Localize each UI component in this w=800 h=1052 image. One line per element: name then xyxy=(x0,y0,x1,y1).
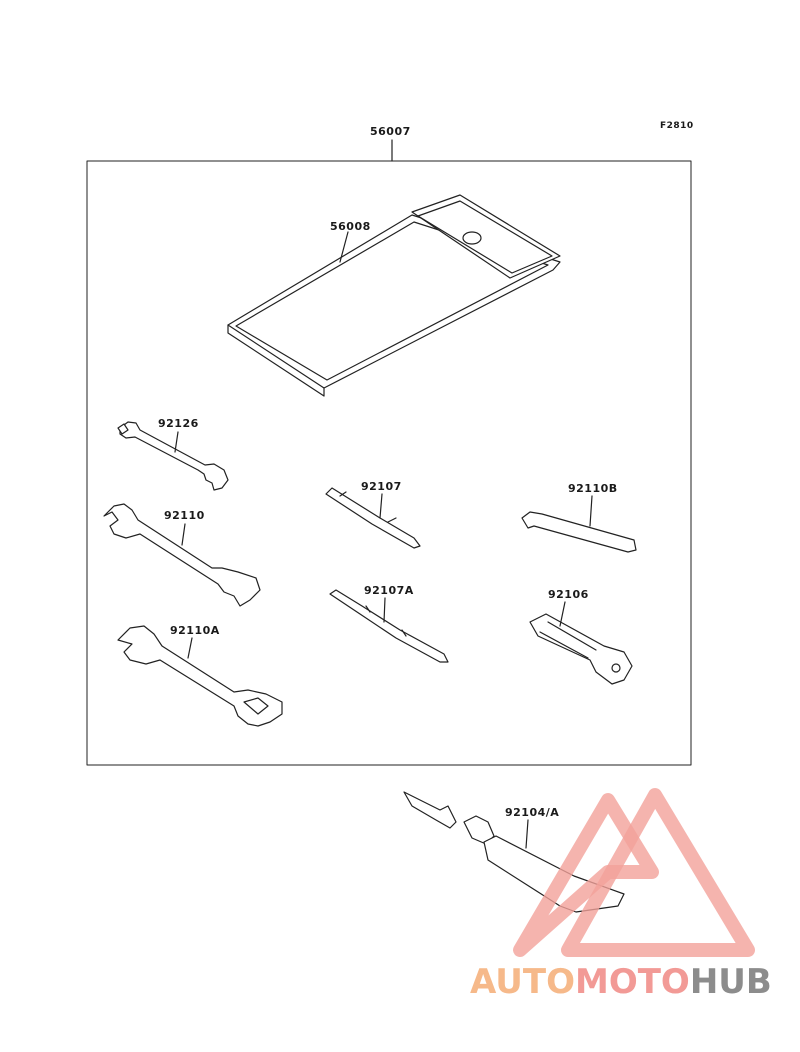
wrench-large-leader xyxy=(187,637,193,659)
screwdriver-bit xyxy=(325,487,421,549)
label-handle: 92106 xyxy=(548,588,589,601)
label-wrench-small: 92126 xyxy=(158,417,199,430)
label-wrench-mid: 92110 xyxy=(164,509,205,522)
label-wrench-large: 92110A xyxy=(170,624,220,637)
label-tube: 92104/A xyxy=(505,806,560,819)
kit-frame xyxy=(86,160,692,766)
tool-pouch xyxy=(227,194,561,397)
screwdriver-leader xyxy=(379,493,383,519)
screwdriver-alt-leader xyxy=(383,597,386,623)
label-hex-key: 92110B xyxy=(568,482,618,495)
wrench-mid-leader xyxy=(181,523,186,546)
handle xyxy=(529,613,633,685)
pouch-leader xyxy=(339,231,349,263)
wrench-small-leader xyxy=(174,431,179,453)
watermark-part-moto: MOTO xyxy=(574,962,690,1002)
watermark-text: AUTOMOTOHUB xyxy=(470,962,772,1002)
tube-leader xyxy=(525,819,529,849)
figure-code: F2810 xyxy=(660,121,694,131)
label-pouch: 56008 xyxy=(330,220,371,233)
label-screwdriver: 92107 xyxy=(361,480,402,493)
watermark-part-auto: AUTO xyxy=(470,962,575,1002)
watermark-part-hub: HUB xyxy=(689,962,772,1002)
watermark-logo xyxy=(513,788,755,957)
screwdriver-double xyxy=(329,589,449,663)
handle-leader xyxy=(559,601,566,627)
wrench-small xyxy=(117,421,229,491)
label-screwdriver-alt: 92107A xyxy=(364,584,414,597)
wrench-large xyxy=(117,625,283,727)
hex-key-leader xyxy=(589,495,593,527)
hex-key xyxy=(521,511,637,553)
label-kit: 56007 xyxy=(370,125,411,138)
wrench-mid xyxy=(103,503,261,607)
